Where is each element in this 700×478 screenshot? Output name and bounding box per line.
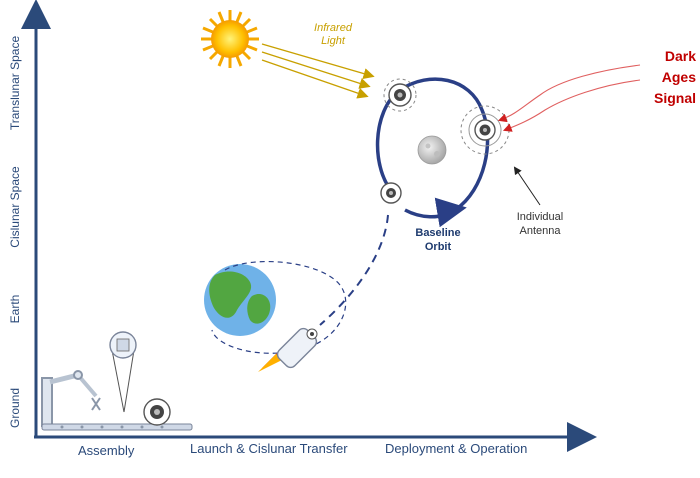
diagram-canvas: Ground Earth Cislunar Space Translunar S…: [8, 0, 696, 458]
antenna-pointer: [513, 166, 541, 206]
y-label-cislunar: Cislunar Space: [8, 166, 22, 248]
orbit-label-line: Baseline: [415, 227, 461, 239]
moon-icon: [417, 135, 447, 165]
infrared-rays: [261, 43, 375, 99]
antenna-label-line: Antenna: [519, 225, 561, 237]
x-label-deployment: Deployment & Operation: [385, 441, 528, 456]
satellite-icon: [460, 105, 510, 155]
earth-orbit: [211, 261, 347, 354]
conveyor-icon: [41, 423, 193, 431]
dark-label-line: Dark: [664, 48, 696, 64]
infrared-label-line: Infrared: [314, 22, 352, 34]
satellite-icon: [143, 398, 171, 426]
orbit-arrow: [434, 197, 467, 228]
satellite-icon: [383, 78, 417, 112]
earth-icon: [204, 264, 276, 336]
orbit-label-line: Orbit: [424, 241, 452, 253]
dark-label-line: Signal: [653, 90, 696, 106]
inspection-icon: [109, 331, 137, 413]
robot-arm-icon: [41, 370, 101, 427]
sun-icon: [201, 10, 259, 68]
baseline-orbit-label: Baseline Orbit: [408, 226, 468, 254]
y-label-translunar: Translunar Space: [8, 35, 22, 131]
x-label-assembly: Assembly: [78, 443, 135, 458]
x-label-launch: Launch & Cislunar Transfer: [190, 441, 348, 456]
infrared-label-line: Light: [321, 35, 345, 47]
dark-label-line: Ages: [661, 69, 696, 85]
infrared-light-label: Infrared Light: [308, 22, 358, 48]
rocket-icon: [258, 327, 318, 372]
dark-ages-signal-rays: [497, 64, 641, 132]
individual-antenna-label: Individual Antenna: [510, 210, 570, 238]
antenna-label-line: Individual: [516, 211, 564, 223]
diagram-svg: [21, 0, 641, 452]
transfer-trajectory: [319, 214, 389, 326]
satellite-icon: [380, 182, 402, 204]
dark-ages-signal-label: Dark Ages Signal: [640, 46, 696, 109]
